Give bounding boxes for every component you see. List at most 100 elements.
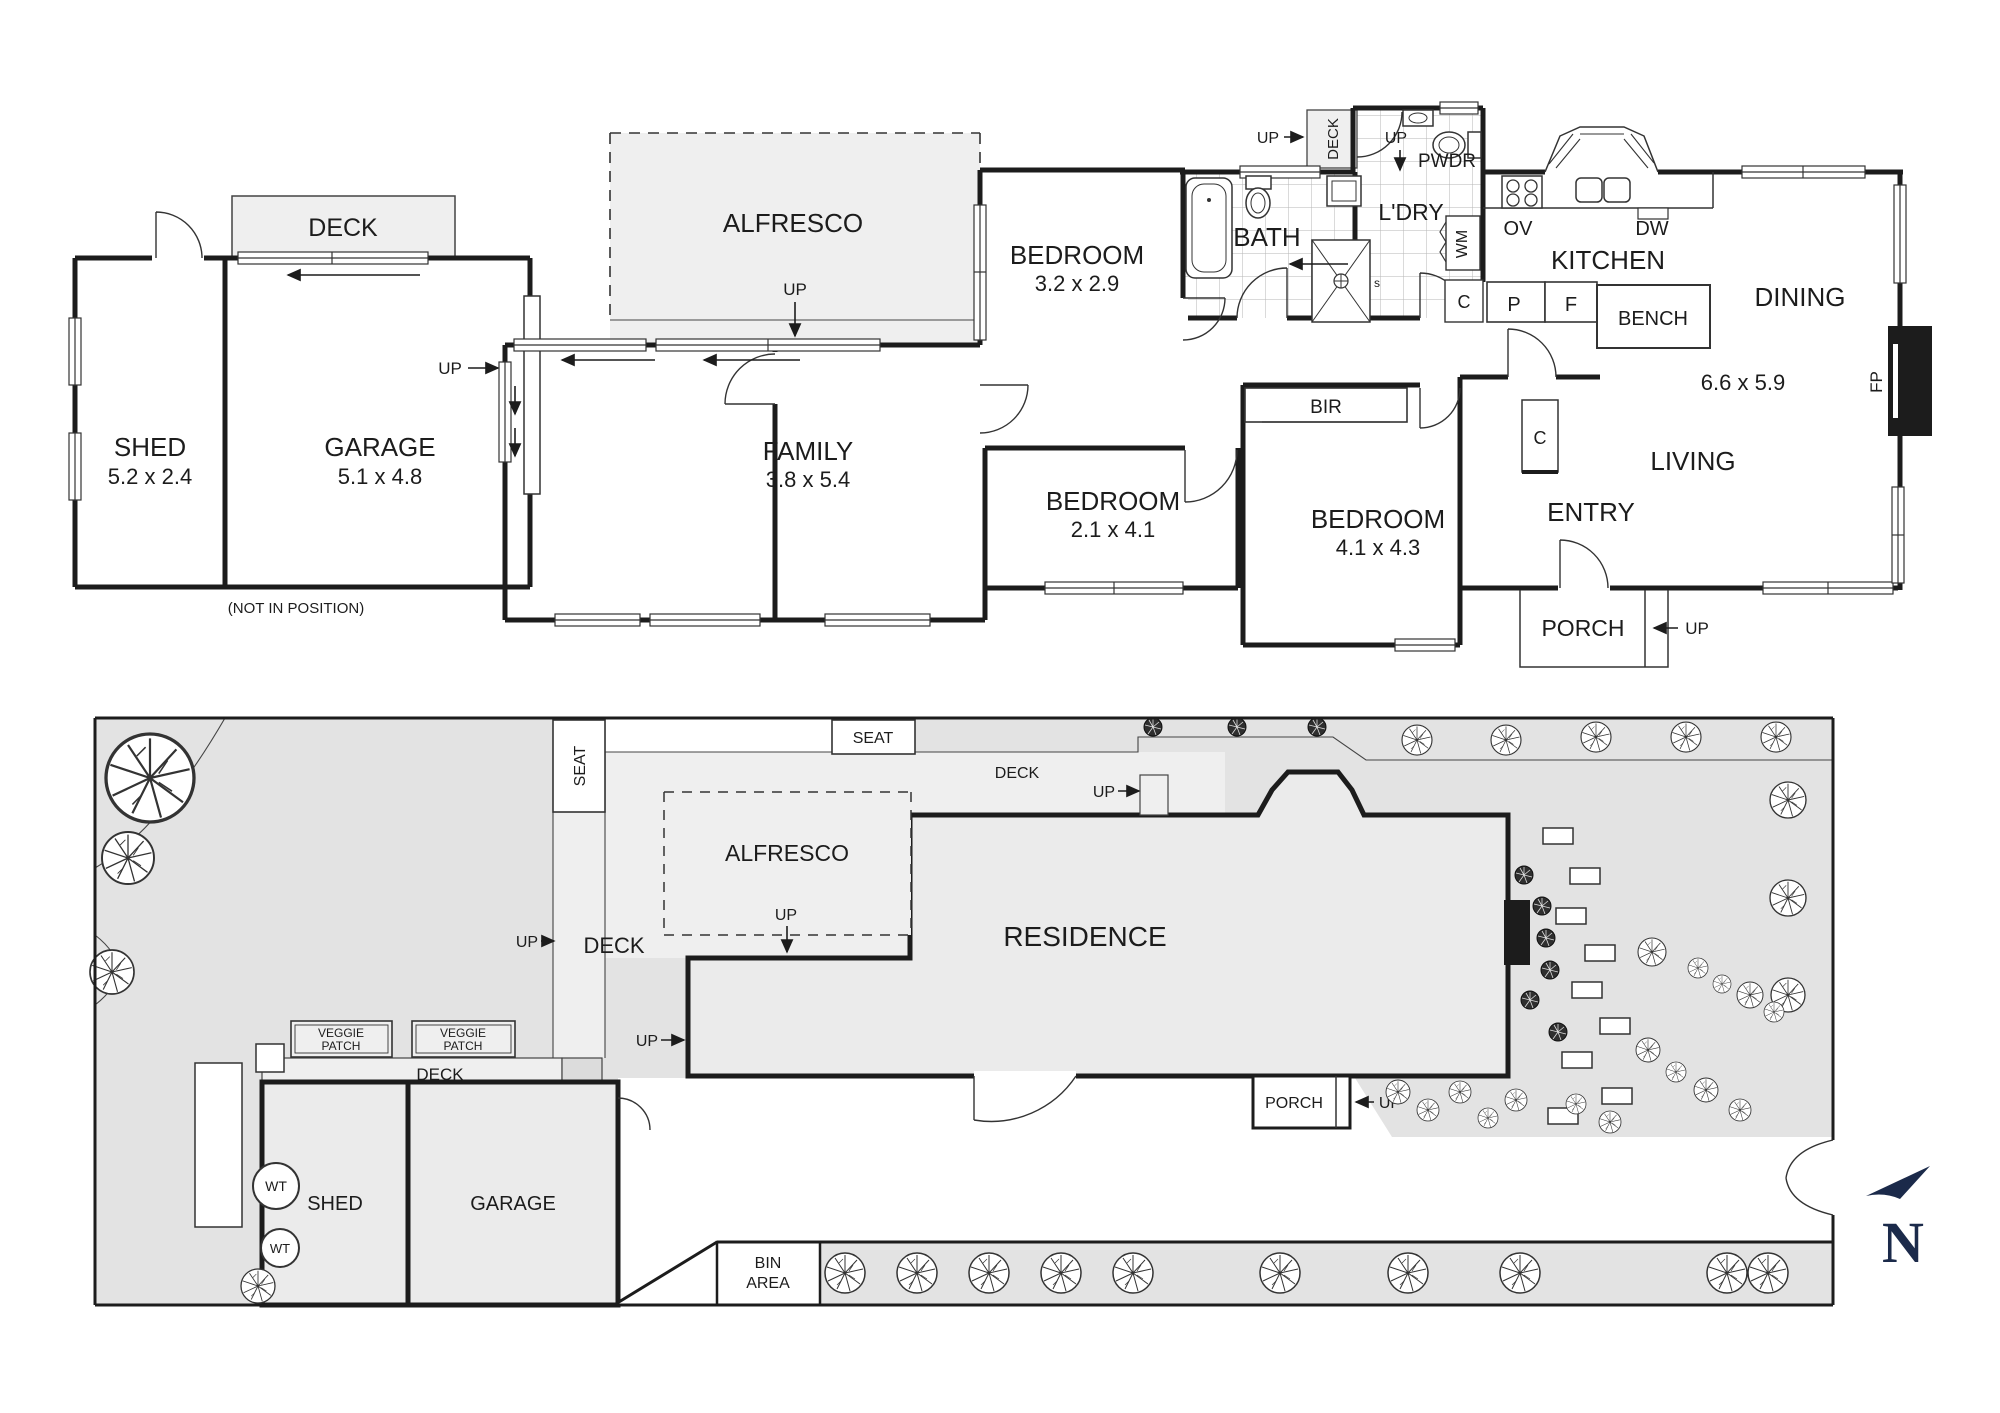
laundry-fixtures <box>1439 215 1484 323</box>
powder-toilet-tank <box>1467 131 1482 159</box>
alfresco-up-label: UP <box>783 280 807 299</box>
bedroom2-dims: 2.1 x 4.1 <box>1071 517 1155 542</box>
bin-label-line2: AREA <box>746 1275 790 1292</box>
garage-side-panel <box>523 295 541 495</box>
family-dims: 3.8 x 5.4 <box>766 467 850 492</box>
outbuilding: DECK SHED 5.2 x 2.4 GARAGE 5.1 x 4.8 (NO… <box>68 195 541 617</box>
fireplace <box>1888 326 1932 436</box>
family-up-label: UP <box>438 359 462 378</box>
veggie-patch-1[interactable]: VEGGIE PATCH <box>290 1020 393 1058</box>
dining-living-dims: 6.6 x 5.9 <box>1701 370 1785 395</box>
tree-icon <box>1580 721 1612 753</box>
garden-square <box>255 1043 285 1073</box>
lower-deck-band <box>261 1057 563 1083</box>
entry-cupboard-label: C <box>1534 428 1547 448</box>
powder-label: PWDR <box>1418 151 1476 172</box>
site-alfresco-fill <box>664 792 911 935</box>
residence-fireplace <box>1504 900 1530 965</box>
water-tank-2: WT <box>260 1228 300 1268</box>
wm-label: WM <box>1454 230 1471 258</box>
shed-dims: 5.2 x 2.4 <box>108 464 192 489</box>
north-arrow-icon: N <box>1866 1166 1930 1275</box>
courtyard-stepping-stones <box>1542 827 1633 1125</box>
bedroom2-label: BEDROOM <box>1046 486 1180 516</box>
kitchen-bay-window <box>1544 126 1659 173</box>
site-deck-label-west: DECK <box>583 933 644 958</box>
sink-bowl-2 <box>1603 177 1631 203</box>
west-up-label: UP <box>636 1033 658 1050</box>
alfresco-dashed-border <box>609 132 981 320</box>
dishwasher-bump <box>1637 207 1669 220</box>
fridge-box <box>1544 281 1598 323</box>
sink-bowl-1 <box>1575 177 1603 203</box>
alfresco-label: ALFRESCO <box>723 208 863 238</box>
fridge-label: F <box>1565 294 1577 316</box>
wt1-label: WT <box>265 1178 287 1194</box>
floor-room-labels: FAMILY 3.8 x 5.4 BEDROOM 3.2 x 2.9 BATH … <box>763 151 1886 641</box>
laundry-cupboard-label: C <box>1458 292 1471 312</box>
walkway-up-label: UP <box>516 934 538 951</box>
site-alfresco-label: ALFRESCO <box>725 840 849 866</box>
not-in-position-note: (NOT IN POSITION) <box>228 600 364 617</box>
laundry-label: L'DRY <box>1378 199 1443 225</box>
pantry-label: P <box>1507 294 1520 316</box>
veggie2-line1: VEGGIE <box>440 1026 486 1040</box>
left-garden <box>89 717 276 1304</box>
tree-icon <box>104 732 196 824</box>
tree-icon <box>1490 724 1522 756</box>
garage-label: GARAGE <box>324 432 435 462</box>
porch-up-label: UP <box>1685 619 1709 638</box>
bath-fixtures: s <box>1185 175 1380 323</box>
veggie1-line2: PATCH <box>322 1039 361 1053</box>
kitchen-label: KITCHEN <box>1551 245 1665 275</box>
oven-label: OV <box>1504 218 1534 240</box>
water-tank-1: WT <box>252 1162 300 1210</box>
residence-label: RESIDENCE <box>1003 921 1166 952</box>
wt2-label: WT <box>270 1241 290 1256</box>
family-label: FAMILY <box>763 436 854 466</box>
shower <box>1311 239 1371 323</box>
bin-area-box[interactable] <box>715 1240 822 1307</box>
shed-door <box>155 211 203 259</box>
powder-fixtures <box>1402 109 1482 159</box>
bir-label: BIR <box>1310 397 1342 418</box>
powder-deck-label: DECK <box>1325 118 1342 160</box>
seat-box-horizontal[interactable] <box>831 719 916 755</box>
toilet <box>1245 187 1271 219</box>
shrub-icon <box>1227 717 1247 737</box>
tree-icon <box>1760 721 1792 753</box>
powder-toilet <box>1432 131 1466 159</box>
tree-icon <box>240 1268 276 1304</box>
lower-deck-step <box>561 1057 603 1083</box>
toilet-tank <box>1245 175 1272 190</box>
seat-label-horizontal: SEAT <box>853 730 894 747</box>
powder-up-label: UP <box>1385 130 1407 147</box>
site-garage-door-swing <box>617 1097 651 1131</box>
tree-icon <box>101 831 155 885</box>
veggie1-line1: VEGGIE <box>318 1026 364 1040</box>
north-deck <box>910 752 1225 815</box>
bedroom1-label: BEDROOM <box>1010 240 1144 270</box>
tree-icon <box>1401 724 1433 756</box>
residence-door-swing <box>973 1075 1077 1123</box>
seat-box-vertical[interactable] <box>552 719 606 813</box>
bir-robe <box>1244 387 1408 423</box>
site-garage-label: GARAGE <box>470 1193 556 1215</box>
walkway-deck[interactable] <box>553 810 605 1058</box>
site-plan: RESIDENCE ALFRESCO SEAT SEAT DECK DECK D… <box>89 716 1930 1308</box>
driveway-white <box>614 1078 1833 1305</box>
site-boundary <box>93 716 1835 1307</box>
garage-dims: 5.1 x 4.8 <box>338 464 422 489</box>
shower-s-label: s <box>1374 276 1380 290</box>
bedroom3-dims: 4.1 x 4.3 <box>1336 535 1420 560</box>
bedroom3-label: BEDROOM <box>1311 504 1445 534</box>
floor-arrows <box>508 257 1348 458</box>
porch-label: PORCH <box>1541 615 1624 641</box>
living-label: LIVING <box>1650 446 1735 476</box>
tree-icon <box>1670 721 1702 753</box>
north-deck-up-label: UP <box>1093 784 1115 801</box>
house-windows <box>498 101 1907 652</box>
veggie-patch-2[interactable]: VEGGIE PATCH <box>411 1020 516 1058</box>
